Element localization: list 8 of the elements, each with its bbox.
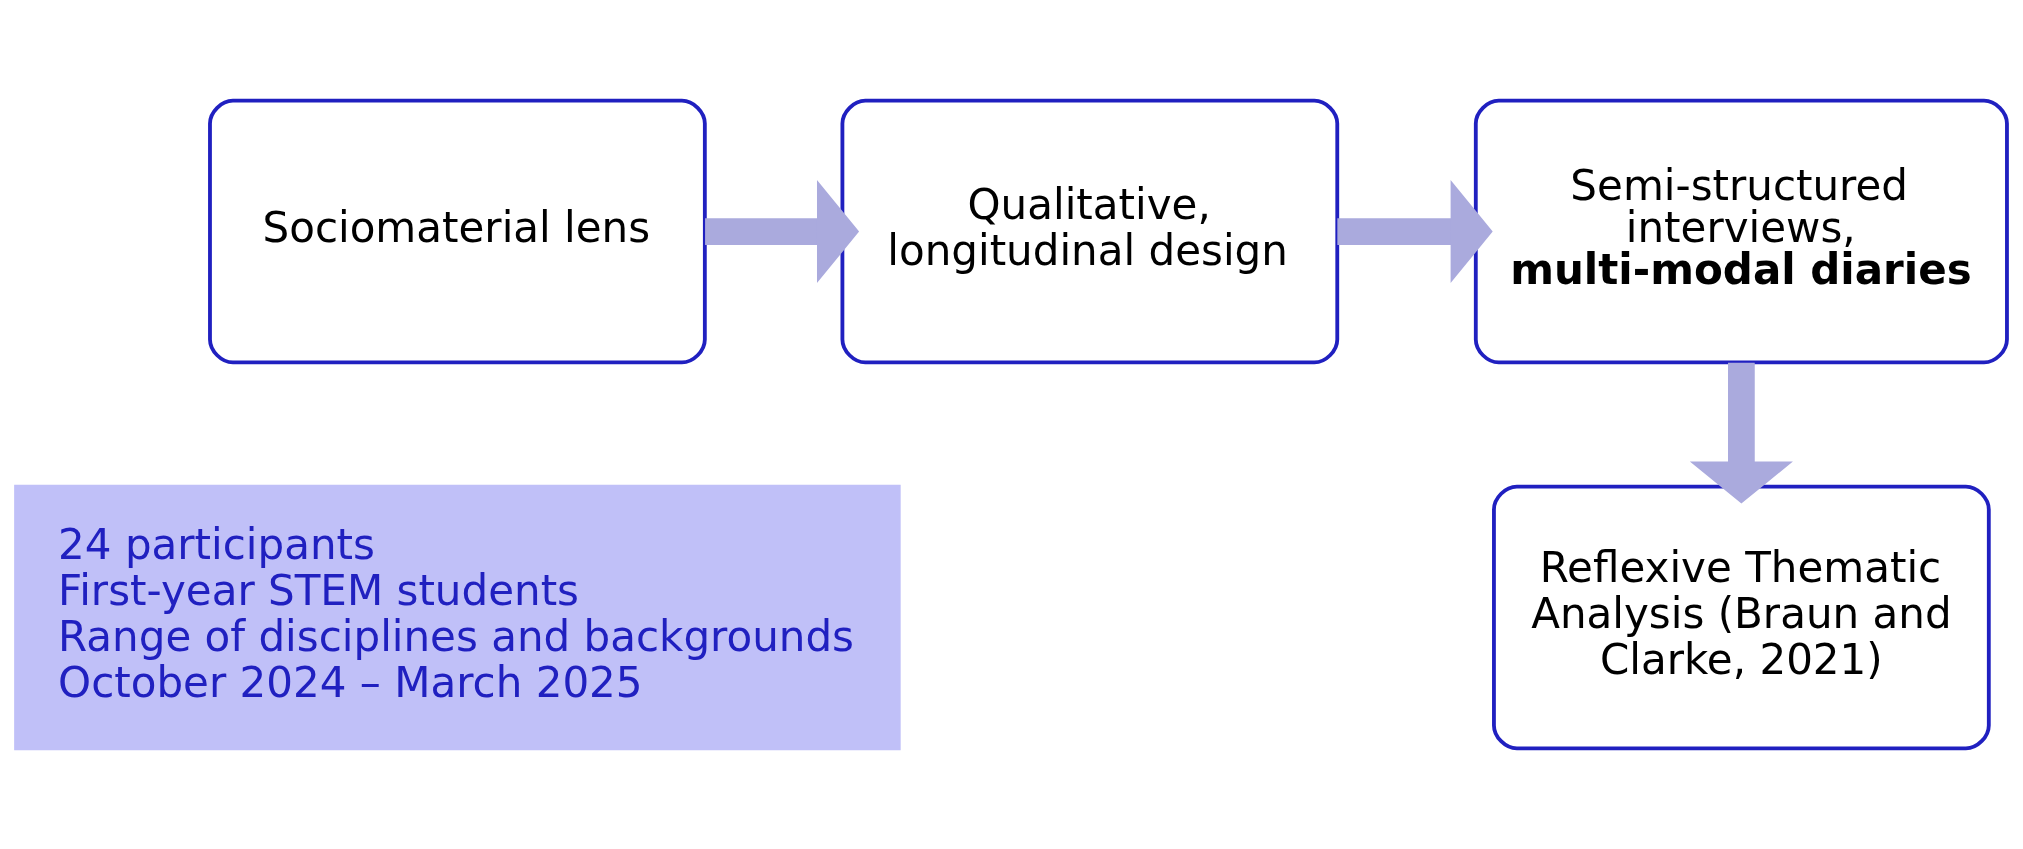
- node-box: Semi-structured interviews, multi-modal diaries: [1473, 98, 2009, 365]
- arrow: [1689, 362, 1793, 504]
- arrow: [1337, 179, 1493, 284]
- node-box: Reflexive Thematic Analysis (Braun and Clarke, 2021): [1492, 484, 1991, 751]
- node-box: 24 participants First-year STEM students Range of disciplines and backgrounds October 2024 – March 2025: [14, 484, 901, 751]
- arrow: [705, 179, 860, 284]
- node-box: Sociomaterial lens: [208, 98, 707, 365]
- node-box: Qualitative, longitudinal design: [840, 98, 1340, 365]
